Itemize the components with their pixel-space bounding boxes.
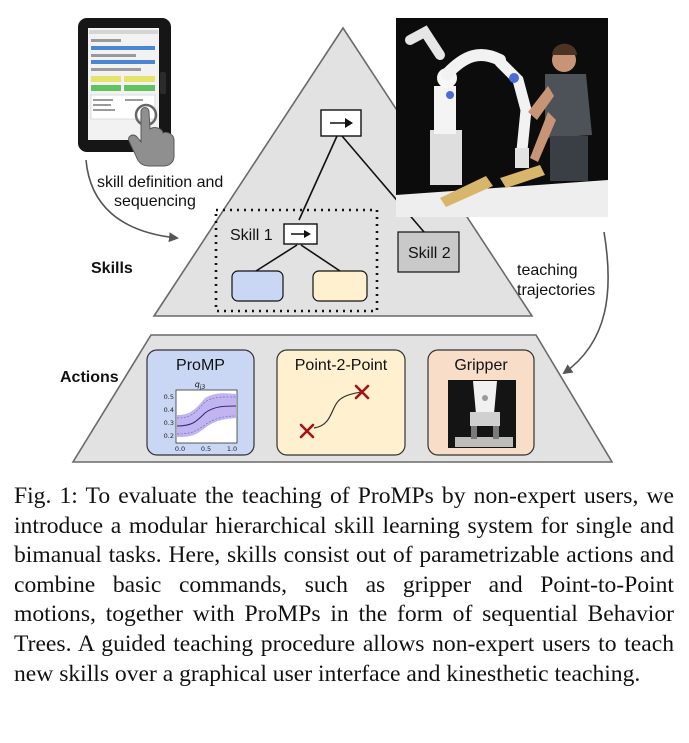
- promp-plot-subtitle: qj3: [195, 380, 206, 391]
- promp-lower-line: [176, 415, 237, 435]
- teaching-arrow: [562, 231, 609, 375]
- skill2-node: [397, 231, 460, 273]
- leaf-yellow: [312, 270, 368, 302]
- figure-illustration: Skill 1 Skill 2 Skills Actions skil: [60, 18, 614, 463]
- skill2-label: Skill 2: [408, 245, 451, 262]
- gripper-photo: [448, 380, 516, 448]
- promp-variance-band: [177, 393, 236, 437]
- tablet-caption-line2: sequencing: [114, 193, 196, 210]
- promp-upper-line: [176, 396, 237, 419]
- p2p-trajectory: [313, 391, 362, 429]
- leaf-blue: [231, 270, 284, 302]
- promp-action-card: ProMP qj3 0.5 0.4 0.3 0.2 0.0 0.5 1.0: [146, 349, 255, 456]
- promp-xtick-0: 0.0: [175, 445, 185, 453]
- actions-label: Actions: [60, 369, 119, 386]
- p2p-title: Point-2-Point: [295, 357, 388, 374]
- point-to-point-action-card: Point-2-Point: [276, 349, 406, 456]
- figure-caption: Fig. 1: To evaluate the teaching of ProM…: [14, 483, 674, 687]
- promp-ytick-3: 0.2: [164, 432, 174, 440]
- skill1-label: Skill 1: [230, 227, 273, 244]
- gripper-action-card: Gripper: [427, 349, 535, 456]
- promp-xtick-2: 1.0: [227, 445, 237, 453]
- gripper-title: Gripper: [454, 357, 508, 374]
- promp-title: ProMP: [176, 357, 225, 374]
- skill1-group: [214, 208, 379, 313]
- hand-icon: [128, 107, 175, 167]
- promp-xtick-1: 0.5: [201, 445, 211, 453]
- promp-ytick-2: 0.3: [164, 419, 174, 427]
- skill-definition-arrow: [85, 159, 179, 243]
- robot-photo: [396, 18, 608, 217]
- promp-mean-line: [176, 405, 237, 427]
- skill1-sequence-node: [283, 223, 318, 245]
- promp-ytick-0: 0.5: [164, 393, 174, 401]
- root-sequence-node: [320, 109, 362, 137]
- skills-label: Skills: [91, 260, 133, 277]
- promp-ytick-1: 0.4: [164, 406, 174, 414]
- teaching-label-line1: teaching: [517, 262, 578, 279]
- tablet-caption-line1: skill definition and: [97, 174, 223, 191]
- p2p-end-cross: [354, 384, 370, 400]
- p2p-start-cross: [299, 423, 315, 439]
- teaching-label-line2: trajectories: [517, 282, 595, 299]
